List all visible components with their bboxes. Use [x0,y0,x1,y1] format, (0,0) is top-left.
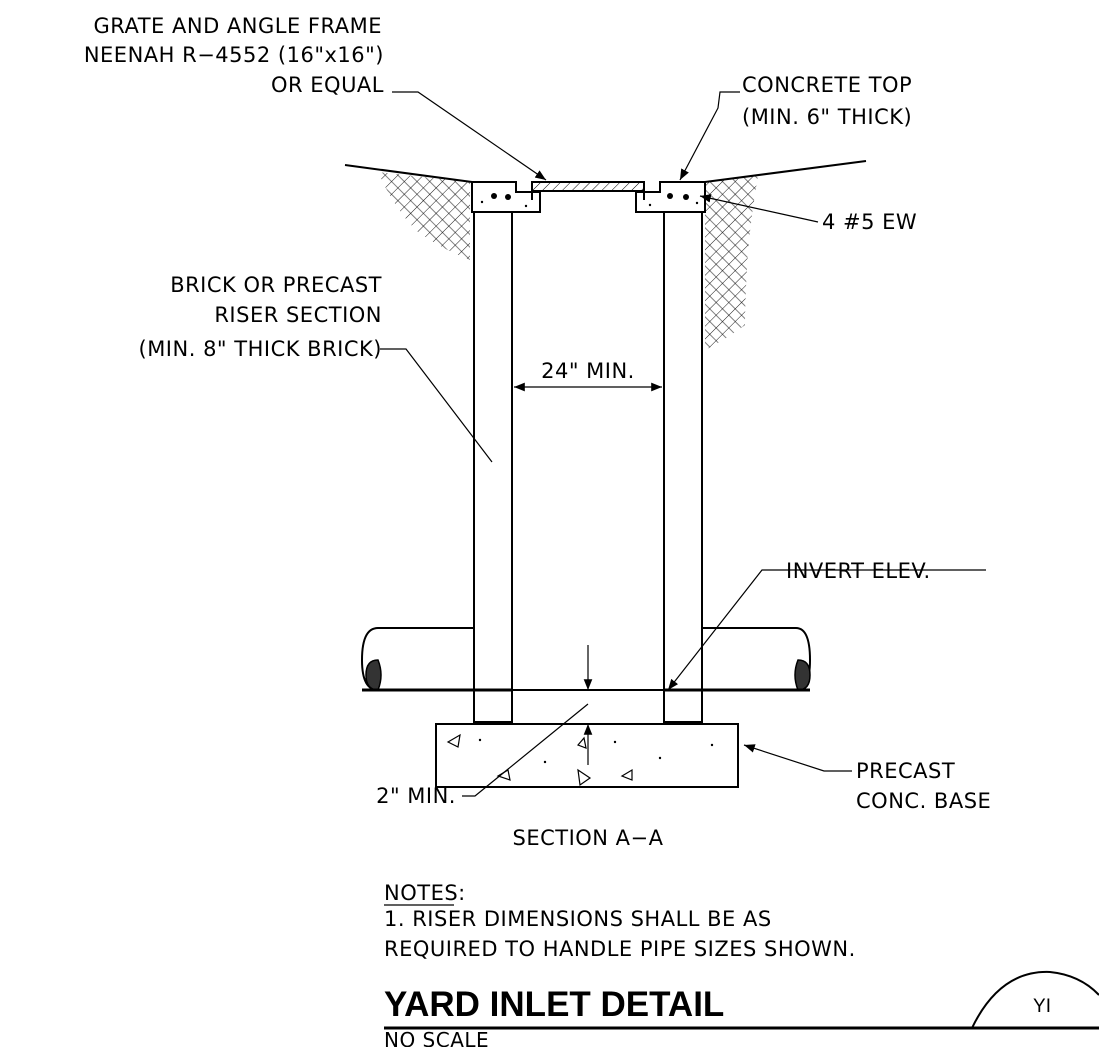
soil-left [378,172,470,260]
label-width-dim: 24" MIN. [541,359,635,383]
title: YARD INLET DETAIL [384,985,724,1024]
precast-base [435,723,739,788]
rebar-dot [683,194,689,200]
aggregate-dot [480,200,484,204]
detail-tag-circle [971,970,1099,1029]
label-concrete-line1: CONCRETE TOP [742,73,912,97]
label-rebar: 4 #5 EW [822,210,917,234]
rebar-dot [667,193,673,199]
label-invert: INVERT ELEV. [786,559,931,583]
angle-frame-left [515,182,533,200]
leader-riser [380,348,493,463]
riser-wall-right [663,211,703,723]
leader-invert [667,569,986,691]
label-base-line2: CONC. BASE [856,789,991,813]
angle-frame-right [643,182,661,200]
aggregate-dot [543,760,547,764]
pipe-right [702,627,812,691]
pipe-left-end [365,659,382,691]
leader-concrete [679,91,740,181]
ground-line-left [344,164,473,183]
soil-right [705,176,758,350]
aggregate-dot [478,738,482,742]
notes-heading: NOTES: [384,881,466,905]
leader-rebar [699,194,819,223]
label-concrete-line2: (MIN. 6" THICK) [742,105,912,129]
riser-wall-left [473,211,513,723]
label-riser-line3: (MIN. 8" THICK BRICK) [139,337,383,361]
base-aggregate [446,733,633,787]
aggregate-dot [695,201,699,205]
label-base-line1: PRECAST [856,759,955,783]
leader-base [743,744,852,772]
label-grate-line2: NEENAH R−4552 (16"x16") [84,43,384,67]
aggregate-dot [710,743,714,747]
aggregate-dot [524,204,528,208]
scale-label: NO SCALE [384,1028,489,1047]
aggregate-dot [658,756,662,760]
pipe-right-end [794,659,811,691]
notes-line2: REQUIRED TO HANDLE PIPE SIZES SHOWN. [384,937,856,961]
notes-line1: 1. RISER DIMENSIONS SHALL BE AS [384,907,772,931]
label-section: SECTION A−A [512,826,663,850]
grate [531,181,645,192]
rebar-dot [491,193,497,199]
leader-base-dim [462,703,589,797]
label-riser-line2: RISER SECTION [214,303,382,327]
label-riser-line1: BRICK OR PRECAST [170,273,382,297]
label-grate-line1: GRATE AND ANGLE FRAME [93,14,382,38]
rebar-dot [505,194,511,200]
aggregate-dot [648,203,652,207]
leader-grate [392,91,547,181]
detail-tag: YI [1033,996,1051,1017]
label-base-dim: 2" MIN. [376,784,456,808]
label-grate-line3: OR EQUAL [271,73,384,97]
aggregate-dot [613,740,617,744]
ground-line-right [704,160,867,183]
